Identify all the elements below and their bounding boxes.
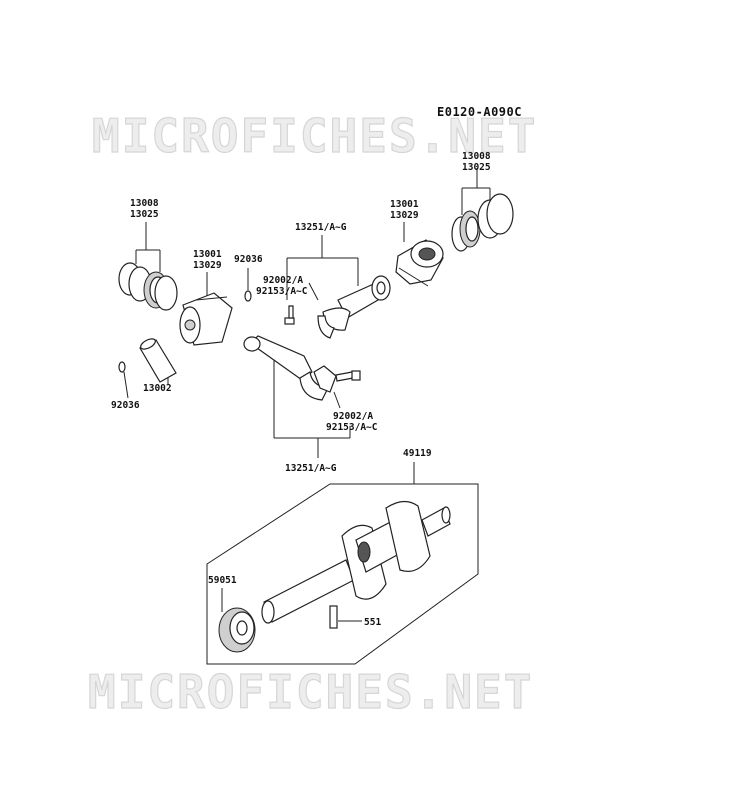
piston-pin[interactable] xyxy=(139,337,177,383)
crankshaft[interactable] xyxy=(261,500,451,624)
circlip-upper-left[interactable] xyxy=(244,290,252,302)
crankshaft-group-frame xyxy=(206,483,479,665)
label-piston-right-b: 13029 xyxy=(390,210,419,221)
piston-right[interactable] xyxy=(395,239,444,287)
label-key: 551 xyxy=(364,617,381,628)
label-bolt-upper-a: 92002/A xyxy=(263,275,303,286)
connecting-rod-lower[interactable] xyxy=(243,335,337,401)
bolt-lower[interactable] xyxy=(335,370,361,382)
piston-rings-left[interactable] xyxy=(118,262,178,311)
circlip-lower-left[interactable] xyxy=(118,361,126,373)
label-clip-lower-left: 92036 xyxy=(111,400,140,411)
label-rod-lower: 13251/A~G xyxy=(285,463,337,474)
label-crankshaft: 49119 xyxy=(403,448,432,459)
label-clip-upper-left: 92036 xyxy=(234,254,263,265)
label-bolt-lower-b: 92153/A~C xyxy=(326,422,378,433)
label-rings-right-b: 13025 xyxy=(462,162,491,173)
piston-rings-right[interactable] xyxy=(451,193,514,252)
label-rings-left-a: 13008 xyxy=(130,198,159,209)
label-piston-pin: 13002 xyxy=(143,383,172,394)
label-rod-upper: 13251/A~G xyxy=(295,222,347,233)
label-rings-right-a: 13008 xyxy=(462,151,491,162)
bolt-upper[interactable] xyxy=(284,305,295,325)
label-piston-left-a: 13001 xyxy=(193,249,222,260)
crankshaft-gear[interactable] xyxy=(218,607,256,653)
crankshaft-key[interactable] xyxy=(329,605,338,629)
label-bolt-lower-a: 92002/A xyxy=(333,411,373,422)
piston-left[interactable] xyxy=(179,292,233,346)
label-gear: 59051 xyxy=(208,575,237,586)
label-piston-left-b: 13029 xyxy=(193,260,222,271)
watermark-bottom: MICROFICHES.NET xyxy=(88,665,533,719)
diagram-code: E0120-A090C xyxy=(437,105,522,119)
connecting-rod-upper[interactable] xyxy=(317,275,391,339)
watermark-top: MICROFICHES.NET xyxy=(92,109,537,163)
label-bolt-upper-b: 92153/A~C xyxy=(256,286,308,297)
label-rings-left-b: 13025 xyxy=(130,209,159,220)
label-piston-right-a: 13001 xyxy=(390,199,419,210)
